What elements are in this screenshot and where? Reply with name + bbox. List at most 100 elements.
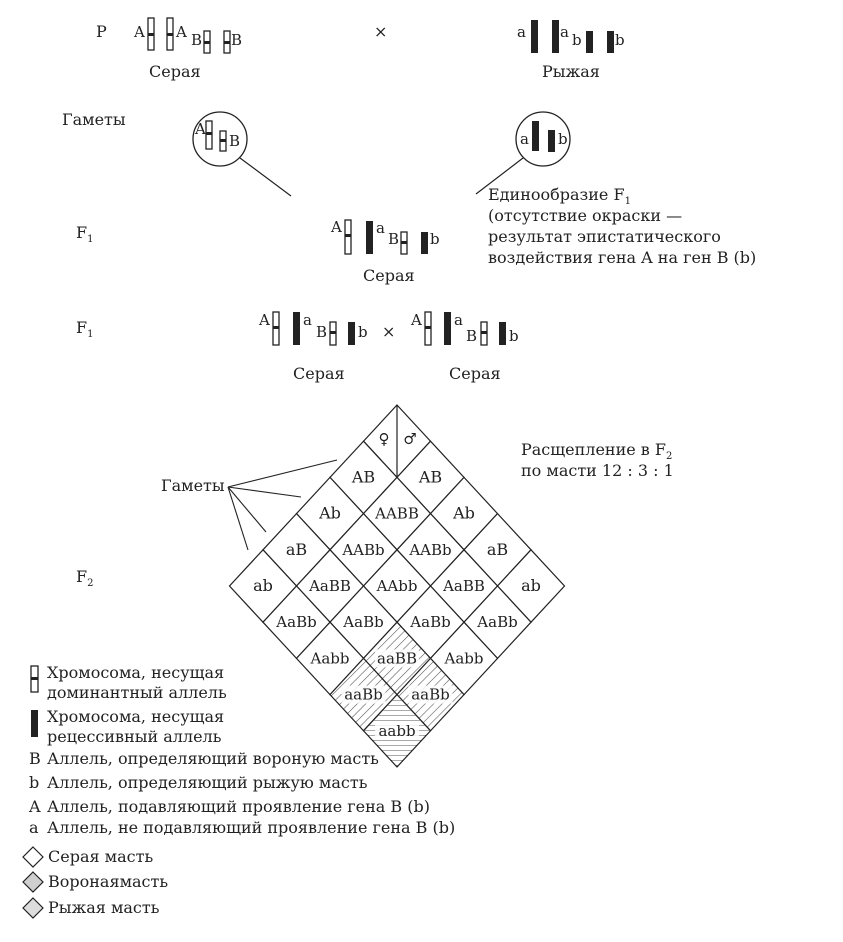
allele-label: a <box>303 311 312 329</box>
legend-symbol-B: B <box>29 749 41 768</box>
gamete-grey: A B <box>192 111 248 167</box>
svg-text:Расщепление в F2: Расщепление в F2 <box>521 440 672 462</box>
recessive-chromosome <box>532 121 539 151</box>
legend-text-a: Аллель, не подавляющий проявление гена B… <box>47 818 455 837</box>
male-gamete-label: AB <box>418 467 442 486</box>
f1-cross-left: A a B b <box>258 311 368 346</box>
male-symbol: ♂ <box>403 430 416 448</box>
gamete-connector <box>475 157 524 195</box>
recessive-chromosome <box>366 221 373 254</box>
recessive-chromosome <box>552 20 559 53</box>
uniformity-line3: результат эпистатического <box>488 227 721 246</box>
parent-grey-label: Серая <box>149 62 201 81</box>
f2-gametes-label: Гаметы <box>161 476 225 495</box>
offspring-genotype-label: aaBb <box>344 686 383 704</box>
legend-grey-text: Серая масть <box>48 847 153 866</box>
legend-grey-swatch <box>22 846 44 868</box>
allele-label: a <box>520 130 529 148</box>
parent-grey-genotype: A A B B <box>133 17 242 54</box>
legend-dominant-line2: доминантный аллель <box>47 683 227 702</box>
offspring-genotype-label: AaBb <box>409 613 450 631</box>
uniformity-sub: 1 <box>625 196 631 207</box>
locus-mark <box>31 677 38 680</box>
recessive-chromosome <box>531 20 538 53</box>
recessive-chromosome <box>499 322 506 345</box>
parent-red-genotype: a a b b <box>517 20 625 53</box>
legend-text-B: Аллель, определяющий вороную масть <box>47 749 379 768</box>
female-gamete-label: AB <box>351 467 375 486</box>
offspring-genotype-label: AaBB <box>308 577 351 595</box>
offspring-genotype-label: AaBB <box>442 577 485 595</box>
genotype-label-bg <box>375 649 419 668</box>
allele-label: A <box>330 218 342 236</box>
allele-label: B <box>316 323 327 341</box>
legend-black-text: Воронаямасть <box>48 872 168 891</box>
locus-mark <box>273 326 279 329</box>
genotype-label-bg <box>341 685 386 704</box>
locus-mark <box>224 41 230 44</box>
female-symbol: ♀ <box>379 430 390 448</box>
gamete-circle <box>515 111 571 167</box>
allele-label: A <box>175 23 187 41</box>
f1-label: F1 <box>76 223 93 245</box>
uniformity-line2: (отсутствие окраски — <box>488 206 682 225</box>
locus-mark <box>167 33 173 36</box>
allele-label: b <box>558 130 568 148</box>
gamete-connector <box>239 157 292 197</box>
recessive-chromosome <box>293 312 300 345</box>
locus-mark <box>345 234 351 237</box>
legend-symbol-b: b <box>29 773 39 792</box>
allele-label: b <box>430 230 440 248</box>
allele-label: B <box>229 132 240 150</box>
offspring-genotype-label: Aabb <box>310 649 350 667</box>
allele-label: B <box>388 230 399 248</box>
locus-mark <box>206 132 212 135</box>
parent-red-label: Рыжая <box>542 62 600 81</box>
f1-phenotype-label: Серая <box>363 266 415 285</box>
legend-symbol-a: a <box>29 818 39 837</box>
recessive-chromosome <box>607 31 614 53</box>
f1-cross-right-label: Серая <box>449 364 501 383</box>
allele-label: a <box>560 23 569 41</box>
recessive-chromosome <box>421 232 428 254</box>
locus-mark <box>204 41 210 44</box>
locus-mark <box>425 326 431 329</box>
allele-label: a <box>517 23 526 41</box>
f1-genotype: A a B b <box>330 218 440 255</box>
offspring-genotype-label: Aabb <box>444 649 484 667</box>
offspring-genotype-label: AaBb <box>275 613 316 631</box>
segregation-line1: Расщепление в F <box>521 440 666 459</box>
cross-symbol: × <box>374 22 387 41</box>
allele-label: A <box>410 311 422 329</box>
recessive-chromosome <box>548 130 555 152</box>
offspring-genotype-label: aaBb <box>411 686 450 704</box>
male-gamete-label: ab <box>521 576 541 595</box>
offspring-genotype-label: aaBB <box>377 649 417 667</box>
f2-label: F2 <box>76 567 93 589</box>
uniformity-line1: Единообразие F <box>488 185 625 204</box>
offspring-genotype-label: AAbb <box>376 577 418 595</box>
svg-text:Единообразие F1: Единообразие F1 <box>488 185 631 207</box>
allele-label: a <box>454 311 463 329</box>
gamete-fan-lines <box>227 459 338 551</box>
recessive-chromosome <box>586 31 593 53</box>
legend-dominant-line1: Хромосома, несущая <box>47 663 224 682</box>
allele-label: a <box>376 219 385 237</box>
allele-label: A <box>258 311 270 329</box>
recessive-chromosome <box>444 312 451 345</box>
female-gamete-label: Ab <box>318 504 341 523</box>
legend-black-swatch <box>22 871 44 893</box>
p-label: P <box>96 22 107 41</box>
offspring-genotype-label: aabb <box>378 722 415 740</box>
offspring-genotype-label: AABB <box>374 505 419 523</box>
allele-label: b <box>615 31 625 49</box>
legend-red-swatch <box>22 897 44 919</box>
f1-cross-label: F1 <box>76 318 93 340</box>
offspring-genotype-label: AABb <box>408 541 451 559</box>
allele-label: A <box>133 23 145 41</box>
locus-mark <box>220 139 226 142</box>
legend: Хромосома, несущая доминантный аллель Хр… <box>22 663 455 919</box>
legend-symbol-A: A <box>28 797 41 816</box>
legend-text-b: Аллель, определяющий рыжую масть <box>47 773 368 792</box>
